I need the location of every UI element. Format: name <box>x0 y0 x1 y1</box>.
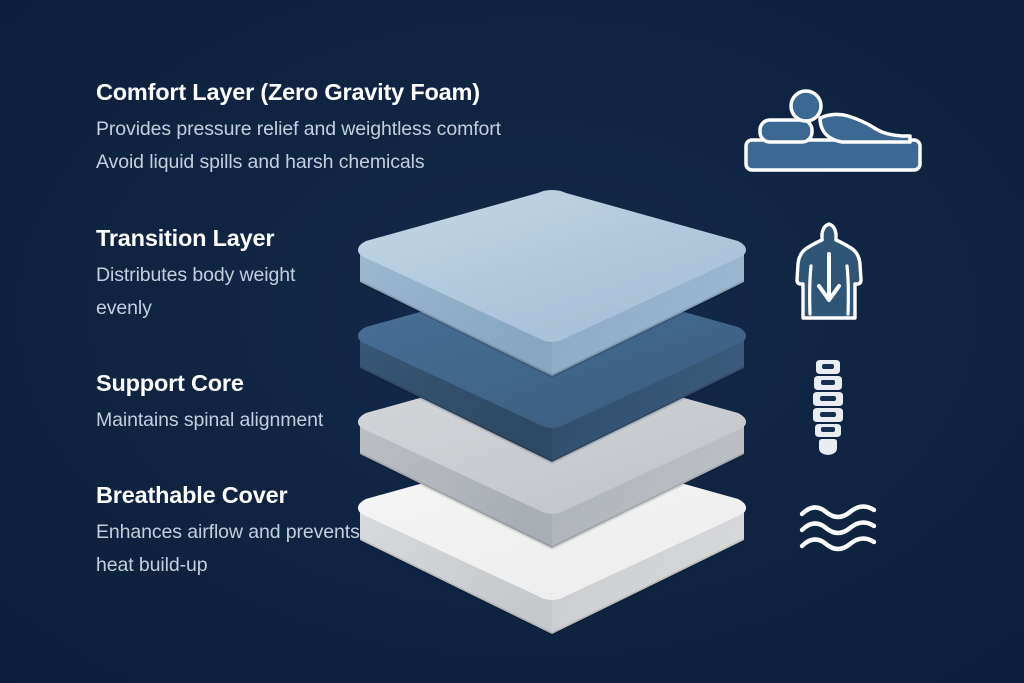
layer-desc-comfort-line2: Avoid liquid spills and harsh chemicals <box>96 151 425 174</box>
layer-desc-transition-line2: evenly <box>96 297 152 320</box>
body-weight-distribution-icon <box>793 222 865 320</box>
layer-title-support: Support Core <box>96 370 244 396</box>
text-block-support: Support Core Maintains spinal alignment <box>96 370 324 431</box>
spine-alignment-icon <box>806 358 850 456</box>
layer-title-transition: Transition Layer <box>96 225 275 251</box>
layer-desc-support-line1: Maintains spinal alignment <box>96 408 324 431</box>
layer-desc-cover-line2: heat build-up <box>96 554 208 577</box>
person-sleeping-on-mattress-icon <box>742 82 924 174</box>
slab-comfort-layer[interactable] <box>352 186 752 378</box>
layer-desc-transition-line1: Distributes body weight <box>96 263 296 286</box>
layer-title-comfort: Comfort Layer (Zero Gravity Foam) <box>96 79 480 105</box>
airflow-waves-icon <box>796 500 880 556</box>
text-block-comfort: Comfort Layer (Zero Gravity Foam) Provid… <box>96 79 501 174</box>
layer-desc-comfort-line1: Provides pressure relief and weightless … <box>96 117 501 140</box>
layer-desc-cover-line1: Enhances airflow and prevents <box>96 520 360 543</box>
text-block-transition: Transition Layer Distributes body weight… <box>96 225 296 320</box>
layer-title-cover: Breathable Cover <box>96 482 288 508</box>
text-block-cover: Breathable Cover Enhances airflow and pr… <box>96 482 360 577</box>
mattress-layer-stack <box>352 186 752 636</box>
